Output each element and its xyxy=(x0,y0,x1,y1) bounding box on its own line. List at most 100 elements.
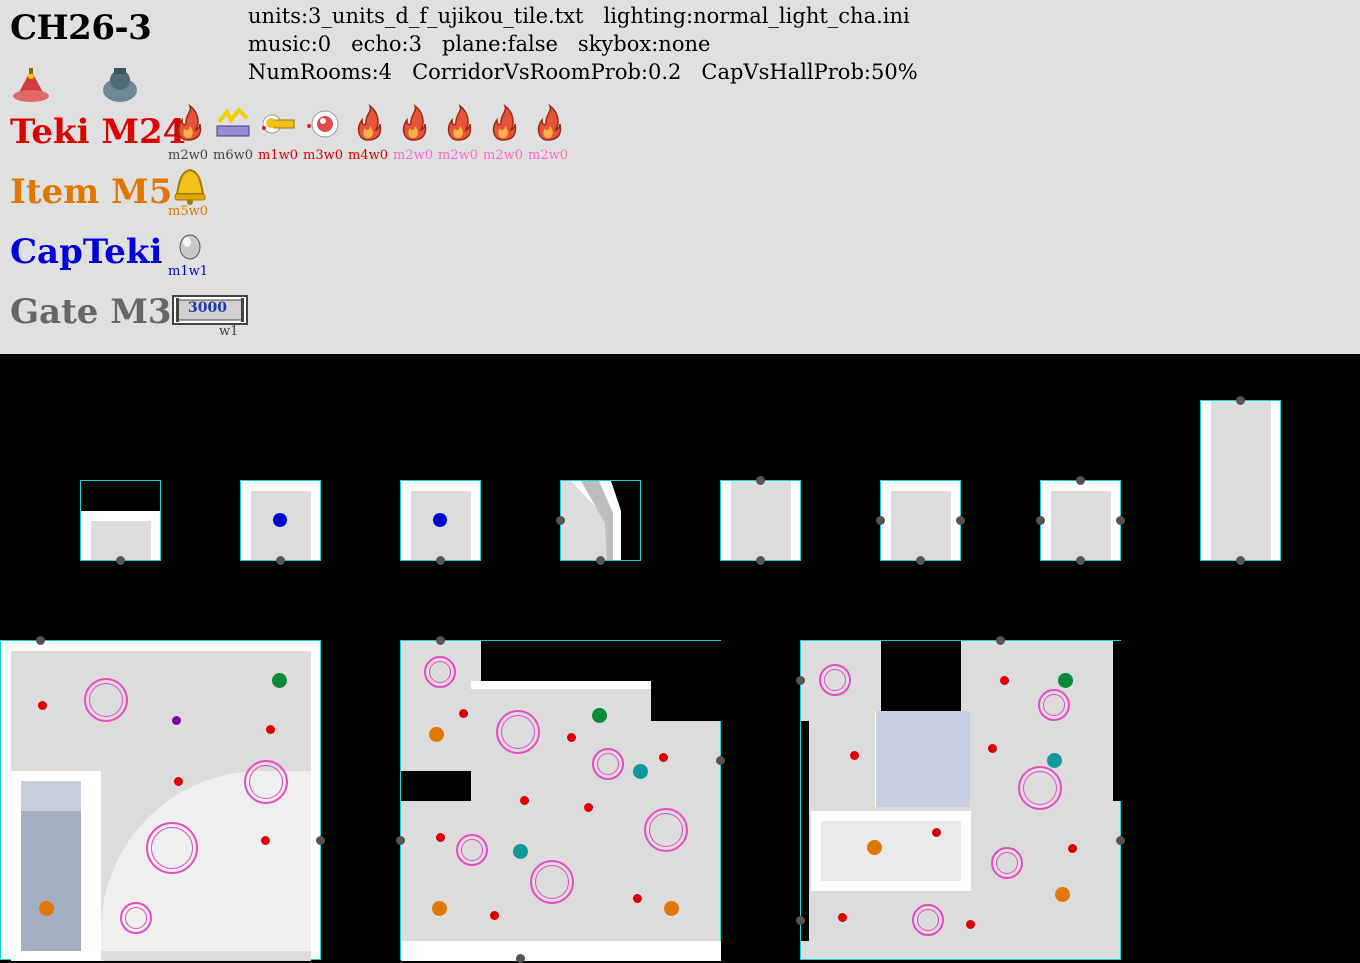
bulborb-icon xyxy=(307,110,339,138)
door-marker xyxy=(276,556,285,565)
fire-geyser-icon xyxy=(447,103,472,141)
door-marker xyxy=(596,556,605,565)
tile-cap-2 xyxy=(400,480,481,561)
teki-entry: m3w0 xyxy=(303,104,345,163)
spawn-ring xyxy=(424,656,456,688)
teki-spawn xyxy=(520,796,529,805)
teki-code: m3w0 xyxy=(303,148,343,163)
teki-entry: m2w0 xyxy=(393,103,435,163)
door-marker xyxy=(516,954,525,963)
capteki-label: CapTeki xyxy=(10,232,163,272)
spawn-ring xyxy=(530,860,574,904)
teki-entry: m6w0 xyxy=(213,104,255,163)
tile-dead-end-1 xyxy=(80,480,161,561)
gate-icon xyxy=(172,295,248,325)
plant-spawn xyxy=(592,708,607,723)
fire-geyser-icon xyxy=(492,103,517,141)
hazard-spawn xyxy=(513,844,528,859)
egg-icon xyxy=(179,234,201,260)
item-spawn xyxy=(1055,887,1070,902)
teki-entry: m4w0 xyxy=(348,103,390,163)
teki-code: m2w0 xyxy=(438,148,478,163)
gate-label: Gate M3 xyxy=(10,292,172,332)
fire-geyser-icon xyxy=(357,103,382,141)
info-line-1: units:3_units_d_f_ujikou_tile.txt lighti… xyxy=(248,4,910,28)
door-marker xyxy=(316,836,325,845)
teki-code: m4w0 xyxy=(348,148,388,163)
teki-spawn xyxy=(838,913,847,922)
ship-icon xyxy=(13,68,49,102)
item-code: m5w0 xyxy=(168,204,208,219)
spawn-ring xyxy=(244,760,288,804)
key-creature-icon xyxy=(262,114,295,134)
door-marker xyxy=(1236,556,1245,565)
door-marker xyxy=(956,516,965,525)
spawn-ring xyxy=(1018,766,1062,810)
item-spawn xyxy=(867,840,882,855)
special-spawn xyxy=(172,716,181,725)
spawn-ring xyxy=(912,904,944,936)
door-marker xyxy=(1116,836,1125,845)
fire-geyser-icon xyxy=(177,103,202,141)
door-marker xyxy=(36,636,45,645)
teki-entry: m2w0 xyxy=(438,103,480,163)
item-spawn xyxy=(664,901,679,916)
door-marker xyxy=(436,636,445,645)
spawn-ring xyxy=(819,664,851,696)
hazard-spawn xyxy=(1047,753,1062,768)
hazard-spawn xyxy=(633,764,648,779)
door-marker xyxy=(1036,516,1045,525)
teki-spawn xyxy=(633,894,642,903)
door-marker xyxy=(1236,396,1245,405)
teki-spawn xyxy=(932,828,941,837)
teki-spawn xyxy=(850,751,859,760)
info-line-3: NumRooms:4 CorridorVsRoomProb:0.2 CapVsH… xyxy=(248,60,918,84)
door-marker xyxy=(436,556,445,565)
teki-entry: m2w0 xyxy=(483,103,525,163)
door-marker xyxy=(116,556,125,565)
spawn-ring xyxy=(644,808,688,852)
teki-spawn xyxy=(436,833,445,842)
teki-spawn xyxy=(261,836,270,845)
pod-icon xyxy=(103,68,137,102)
teki-code: m2w0 xyxy=(483,148,523,163)
electric-gate-icon xyxy=(216,107,250,137)
door-marker xyxy=(1076,476,1085,485)
teki-label: Teki M24 xyxy=(10,112,187,152)
teki-spawn xyxy=(1068,844,1077,853)
door-marker xyxy=(796,676,805,685)
teki-code: m6w0 xyxy=(213,148,253,163)
spawn-ring xyxy=(991,847,1023,879)
teki-entry: m2w0 xyxy=(528,103,570,163)
fire-geyser-icon xyxy=(537,103,562,141)
spawn-ring xyxy=(456,834,488,866)
teki-spawn xyxy=(584,803,593,812)
item-spawn xyxy=(429,727,444,742)
teki-code: m1w0 xyxy=(258,148,298,163)
door-marker xyxy=(1116,516,1125,525)
teki-code: m2w0 xyxy=(393,148,433,163)
teki-spawn xyxy=(988,744,997,753)
teki-spawn xyxy=(459,709,468,718)
spawn-ring xyxy=(84,678,128,722)
capteki-spawn xyxy=(433,513,447,527)
door-marker xyxy=(996,636,1005,645)
gate-value: 3000 xyxy=(188,300,227,316)
door-marker xyxy=(756,476,765,485)
spawn-ring xyxy=(120,902,152,934)
teki-spawn xyxy=(1000,676,1009,685)
teki-spawn xyxy=(38,701,47,710)
tile-long-corridor xyxy=(1200,400,1281,561)
door-marker xyxy=(396,836,405,845)
fire-geyser-icon xyxy=(402,103,427,141)
sublevel-title: CH26-3 xyxy=(10,8,152,48)
teki-spawn xyxy=(966,920,975,929)
door-marker xyxy=(556,516,565,525)
teki-entry: m1w0 xyxy=(258,104,300,163)
item-spawn xyxy=(432,901,447,916)
tile-corridor-2 xyxy=(880,480,961,561)
tile-corner xyxy=(560,480,641,561)
item-label: Item M5 xyxy=(10,172,173,212)
teki-spawn xyxy=(567,733,576,742)
plant-spawn xyxy=(1058,673,1073,688)
